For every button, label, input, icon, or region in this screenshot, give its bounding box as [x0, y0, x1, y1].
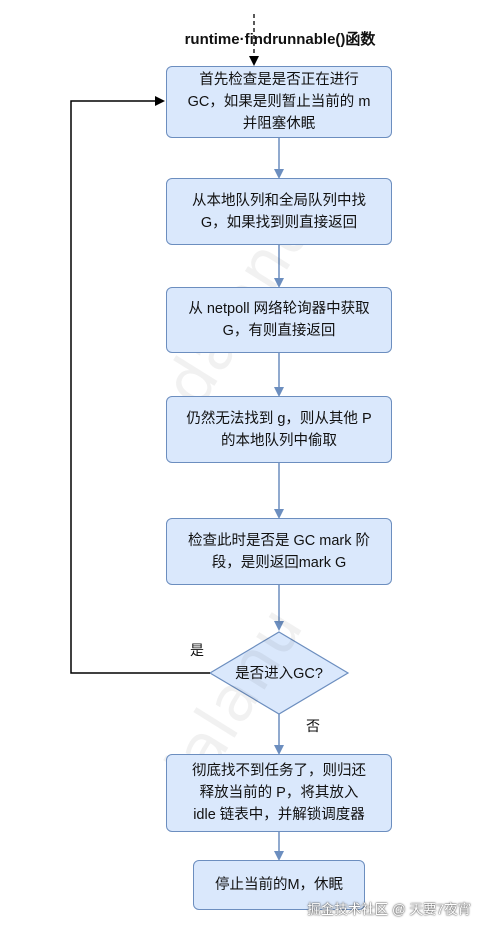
step-line: 段，是则返回mark G — [211, 554, 347, 571]
step-line: 从本地队列和全局队列中找 — [192, 192, 366, 209]
step-line: 彻底找不到任务了，则归还 — [192, 763, 366, 779]
step-line: 并阻塞休眠 — [242, 116, 316, 132]
step-release-p: 彻底找不到任务了，则归还 释放当前的 P，将其放入 idle 链表中，并解锁调度… — [166, 754, 392, 832]
decision-text: 是否进入GC? — [235, 666, 323, 682]
step-stop-m: 停止当前的M，休眠 — [193, 860, 365, 910]
step-line: 仍然无法找到 g，则从其他 P — [186, 410, 372, 427]
step-netpoll: 从 netpoll 网络轮询器中获取 G，有则直接返回 — [166, 287, 392, 353]
step-gc-mark: 检查此时是否是 GC mark 阶 段，是则返回mark G — [166, 518, 392, 585]
step-check-gc: 首先检查是是否正在进行 GC，如果是则暂止当前的 m 并阻塞休眠 — [166, 66, 392, 138]
step-line: 的本地队列中偷取 — [220, 432, 337, 449]
step-line: 释放当前的 P，将其放入 — [199, 785, 359, 801]
loop-back-line — [70, 96, 210, 674]
step-line: 停止当前的M，休眠 — [214, 877, 344, 893]
step-line: G，有则直接返回 — [222, 323, 336, 339]
step-line: 检查此时是否是 GC mark 阶 — [187, 532, 371, 549]
decision-diamond — [208, 631, 350, 715]
no-label: 否 — [306, 718, 320, 734]
yes-label: 是 — [190, 642, 204, 658]
step-steal-work: 仍然无法找到 g，则从其他 P 的本地队列中偷取 — [166, 396, 392, 463]
step-line: 从 netpoll 网络轮询器中获取 — [188, 301, 370, 317]
step-find-local-global: 从本地队列和全局队列中找 G，如果找到则直接返回 — [166, 178, 392, 245]
step-line: 首先检查是是否正在进行 — [199, 72, 359, 88]
step-line: idle 链表中，并解锁调度器 — [193, 807, 365, 823]
function-title: runtime·findrunnable()函数 — [184, 31, 376, 48]
step-line: G，如果找到则直接返回 — [200, 214, 358, 231]
source-watermark: 掘金技术社区 @ 天要7夜宵 — [307, 902, 471, 917]
step-line: GC，如果是则暂止当前的 m — [187, 94, 371, 110]
